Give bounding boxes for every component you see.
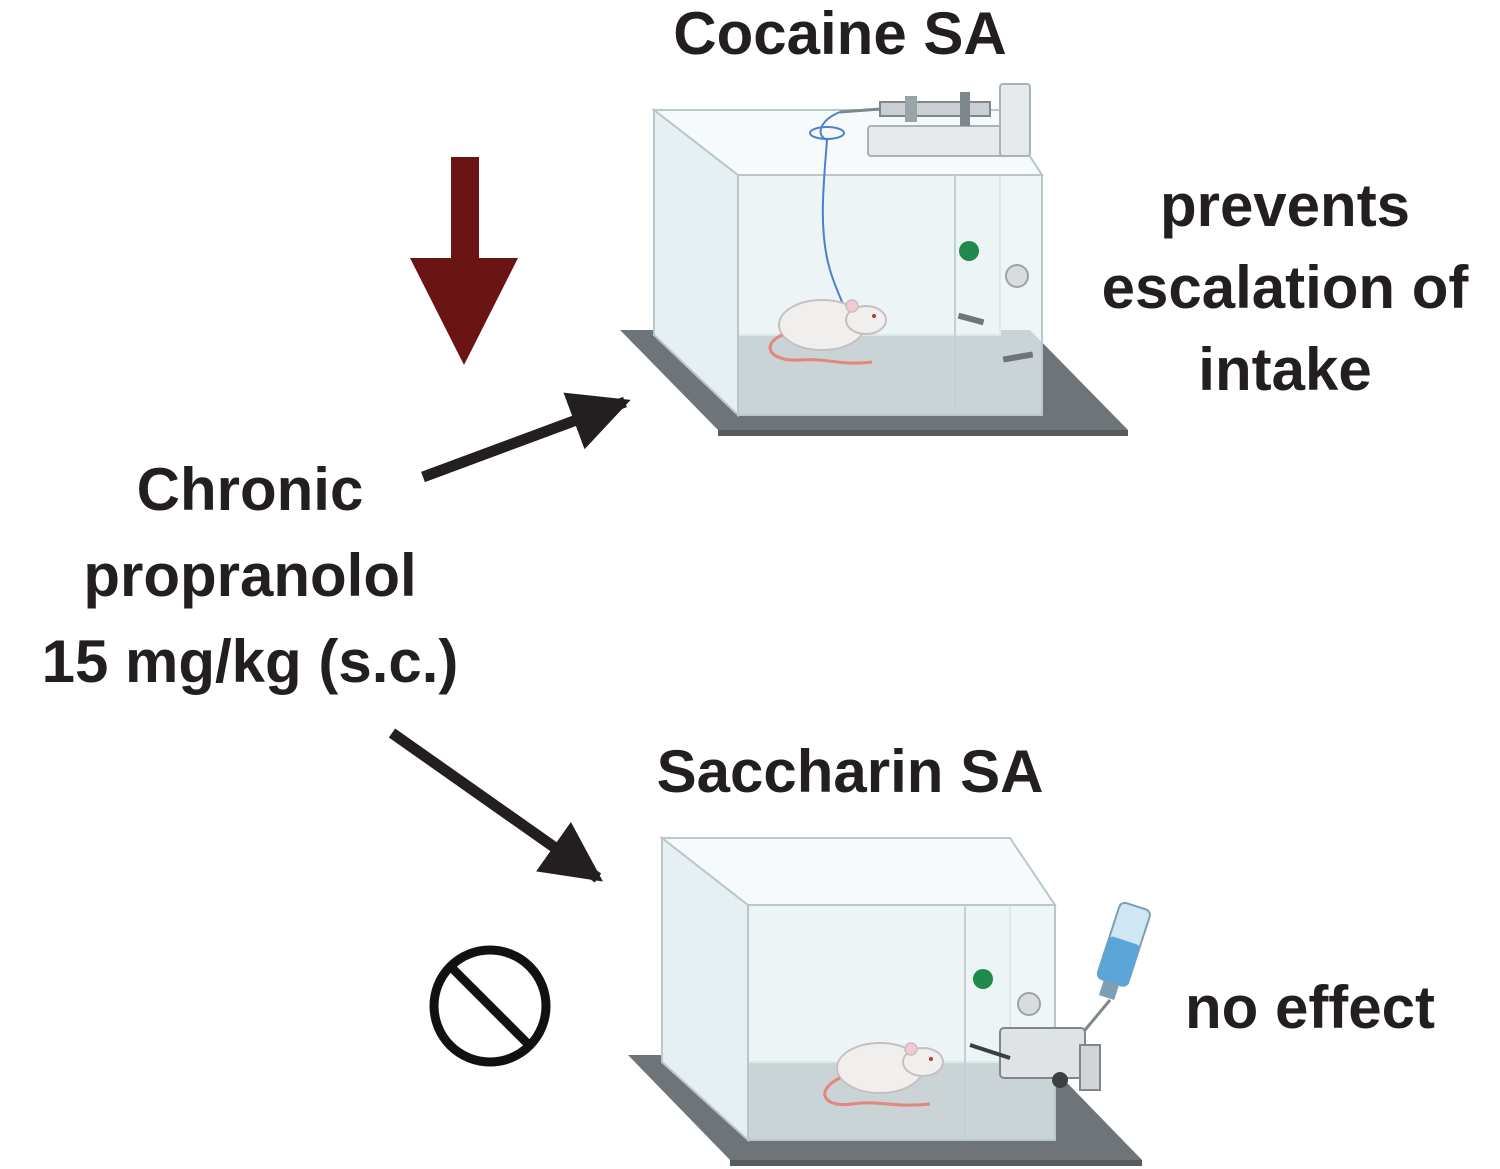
arrow-to-saccharin — [388, 728, 603, 883]
rat — [768, 299, 887, 365]
treatment-line: propranolol — [83, 542, 417, 609]
syringe-pump — [839, 83, 1031, 157]
liquid-dispenser — [969, 999, 1112, 1091]
treatment-line: 15 mg/kg (s.c.) — [41, 628, 459, 695]
no-symbol-icon — [429, 945, 551, 1067]
cue-light-grey — [1017, 992, 1041, 1016]
saccharin-outcome-label: no effect — [1184, 974, 1436, 1041]
outcome-line: escalation of — [1101, 254, 1469, 321]
cocaine-sa-title: Cocaine SA — [673, 0, 1007, 67]
saccharin-sa-title: Saccharin SA — [656, 738, 1044, 805]
outcome-line: prevents — [1159, 172, 1411, 239]
lever-right — [1002, 351, 1034, 363]
lever-left — [957, 312, 985, 326]
cocaine-outcome-label: prevents escalation of intake — [1060, 165, 1500, 411]
cue-light-green — [959, 241, 979, 261]
outcome-line: intake — [1198, 336, 1372, 403]
rat — [823, 1042, 944, 1107]
iv-tubing — [819, 111, 846, 311]
treatment-label: Chronic propranolol 15 mg/kg (s.c.) — [0, 447, 500, 705]
cocaine-operant-box — [620, 83, 1128, 436]
arrow-to-cocaine — [421, 392, 631, 483]
treatment-line: Chronic — [136, 456, 364, 523]
box-front-wall — [737, 174, 1043, 416]
saccharin-operant-box — [628, 835, 1151, 1166]
bottle-icon — [1096, 901, 1151, 1001]
cue-light-green — [973, 969, 993, 989]
down-arrow-icon — [410, 157, 518, 365]
cue-light-grey — [1005, 264, 1029, 288]
